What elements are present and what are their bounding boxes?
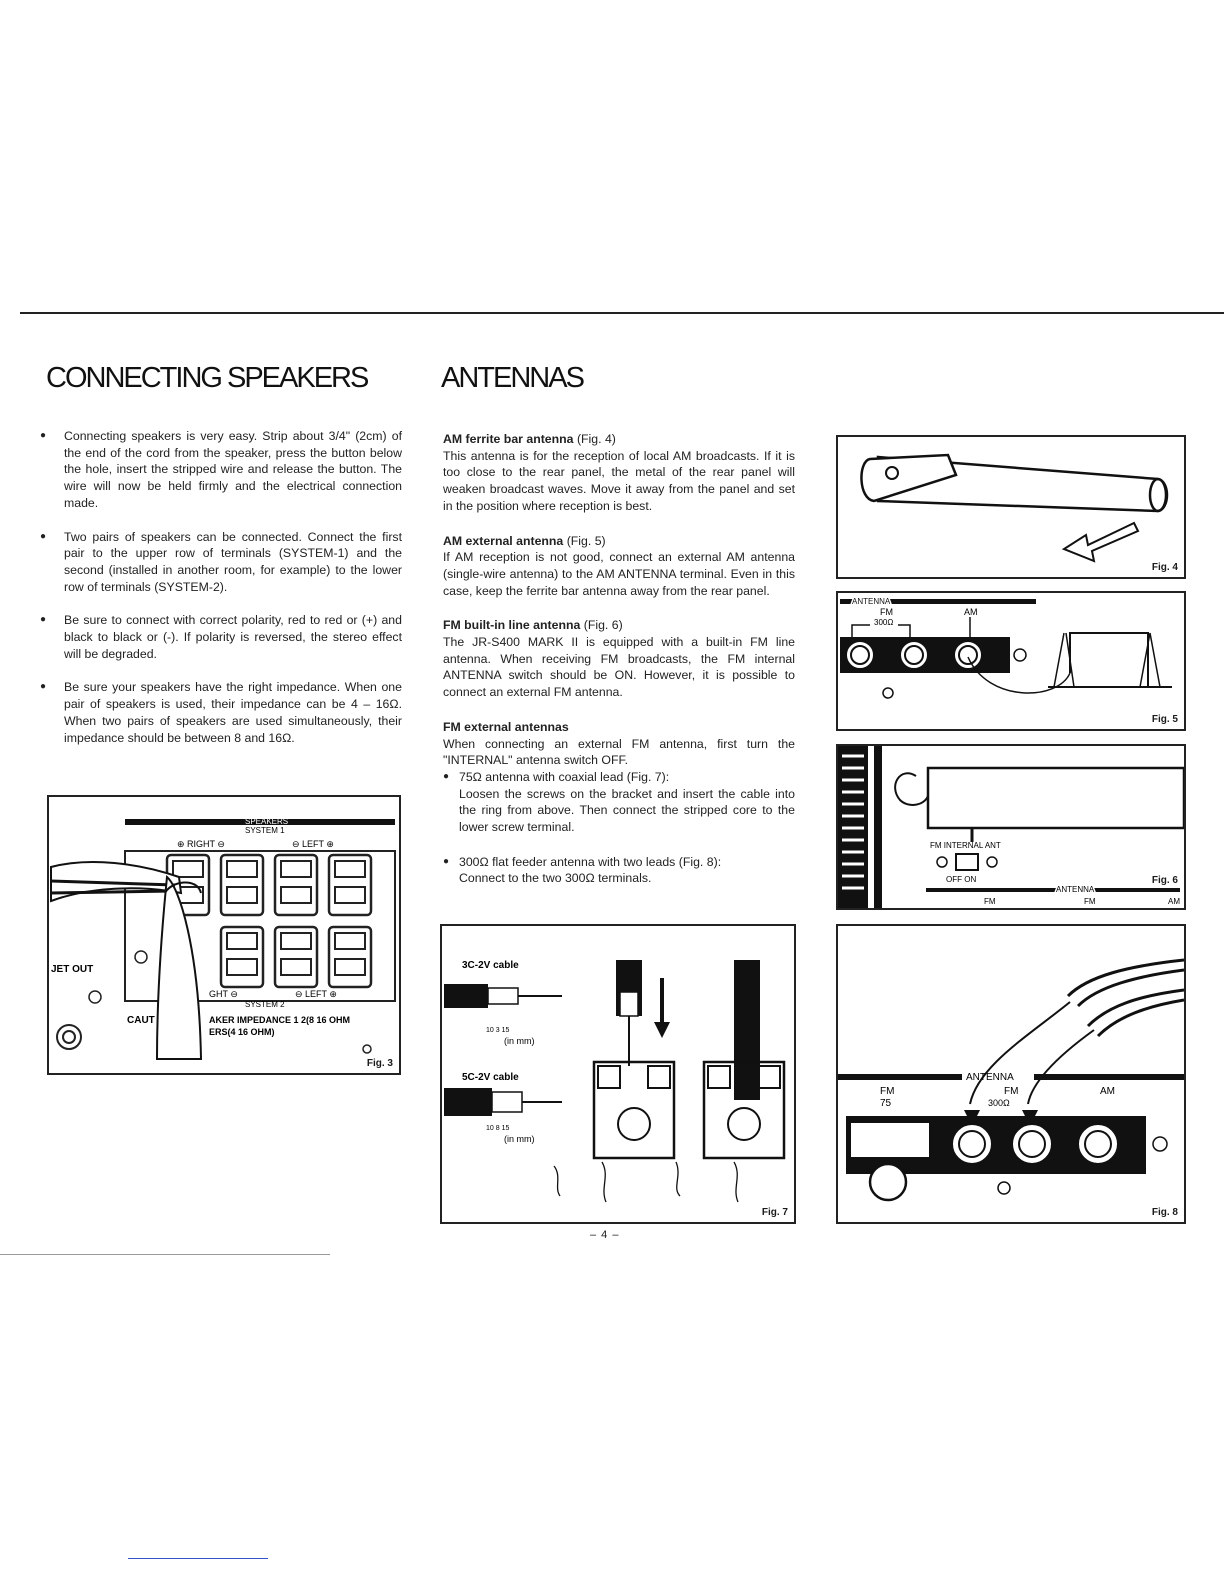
fig3-caut-label: CAUT (127, 1015, 155, 1026)
fig7-cable2-label: 5C-2V cable (462, 1072, 519, 1083)
fm-external-title: FM external antennas (443, 719, 569, 734)
coaxial-cable-illustration: 3C-2V cable 10 3 15 (in mm) 5C-2V cable … (444, 960, 786, 1203)
am-terminal-illustration: ANTENNA FM AM 300Ω (840, 596, 1172, 699)
am-ferrite-title: AM ferrite bar antenna (Fig. 4) (443, 431, 795, 448)
fig3-system1-label: SYSTEM 1 (245, 826, 285, 835)
fig5-fm-label: FM (880, 607, 893, 617)
figure-5-am-external-antenna: ANTENNA FM AM 300Ω Fig. 5 (836, 591, 1186, 731)
antenna-instructions: AM ferrite bar antenna (Fig. 4) This ant… (443, 431, 795, 905)
fig6-am-label: AM (1168, 897, 1180, 906)
fm-builtin-fig-ref: (Fig. 6) (583, 618, 623, 633)
fig8-fm75-label: FM (880, 1086, 894, 1097)
fig6-antenna-label: ANTENNA (1056, 885, 1095, 894)
fig7-cable1-label: 3C-2V cable (462, 960, 519, 971)
fig3-impedance2-label: ERS(4 16 OHM) (209, 1027, 275, 1037)
fig5-ohm-label: 300Ω (874, 618, 893, 627)
fig8-am-label: AM (1100, 1086, 1115, 1097)
fm-builtin-title-text: FM built-in line antenna (443, 618, 581, 633)
fig4-caption: Fig. 4 (1151, 562, 1178, 573)
fig7-caption: Fig. 7 (761, 1207, 788, 1218)
fm-switch-illustration: FM INTERNAL ANT OFF ON ANTENNA FM FM AM (838, 746, 1184, 908)
fm-external-item-body: Loosen the screws on the bracket and ins… (459, 786, 795, 835)
fm-external-item: 75Ω antenna with coaxial lead (Fig. 7): … (443, 769, 795, 836)
top-rule (20, 312, 1224, 314)
fm-external-intro: When connecting an external FM antenna, … (443, 736, 795, 768)
fig5-am-label: AM (964, 607, 978, 617)
fig5-antenna-label: ANTENNA (852, 597, 891, 606)
am-external-title: AM external antenna (Fig. 5) (443, 533, 795, 550)
figure-3-speaker-terminals: SPEAKERS SYSTEM 1 ⊕ RIGHT ⊖ ⊖ LEFT ⊕ GHT… (47, 795, 401, 1075)
fig3-caption: Fig. 3 (366, 1058, 393, 1069)
fig7-dims2: 10 8 15 (486, 1125, 509, 1132)
fig6-caption: Fig. 6 (1151, 875, 1178, 886)
fig7-unit1: (in mm) (504, 1036, 535, 1046)
fm-external-item-body: Connect to the two 300Ω terminals. (459, 871, 652, 886)
fm-builtin-text: The JR-S400 MARK II is equipped with a b… (443, 635, 795, 700)
speaker-instructions: Connecting speakers is very easy. Strip … (40, 428, 402, 763)
fig3-left2-label: ⊖ LEFT ⊕ (295, 989, 337, 999)
fig6-off-on-label: OFF ON (946, 875, 976, 884)
fm-builtin-title: FM built-in line antenna (Fig. 6) (443, 617, 795, 634)
fig3-right-label: ⊕ RIGHT ⊖ (177, 839, 225, 849)
am-ferrite-title-text: AM ferrite bar antenna (443, 432, 574, 446)
fig5-caption: Fig. 5 (1151, 714, 1178, 725)
figure-6-fm-internal-switch: FM INTERNAL ANT OFF ON ANTENNA FM FM AM … (836, 744, 1186, 910)
speaker-bullet: Two pairs of speakers can be connected. … (40, 529, 402, 596)
fig8-fm300-label: FM (1004, 1086, 1018, 1097)
speaker-bullet: Be sure your speakers have the right imp… (40, 679, 402, 746)
am-external-title-text: AM external antenna (443, 533, 564, 548)
am-ferrite-fig-ref: (Fig. 4) (576, 432, 616, 446)
speaker-terminal-illustration: SPEAKERS SYSTEM 1 ⊕ RIGHT ⊖ ⊖ LEFT ⊕ GHT… (50, 817, 396, 1060)
ferrite-bar-illustration (860, 453, 1169, 563)
figure-7-coaxial-cable: 3C-2V cable 10 3 15 (in mm) 5C-2V cable … (440, 924, 796, 1224)
fig3-speakers-label: SPEAKERS (245, 817, 288, 826)
fig3-impedance1-label: AKER IMPEDANCE 1 2(8 16 OHM (209, 1015, 350, 1025)
figure-8-flat-feeder: ANTENNA FM 75 FM 300Ω AM Fig. 8 (836, 924, 1186, 1224)
fig6-switch-label: FM INTERNAL ANT (930, 841, 1001, 850)
fig7-dims1: 10 3 15 (486, 1027, 509, 1034)
fm-external-item: 300Ω flat feeder antenna with two leads … (443, 854, 795, 887)
fm-external-item-head: 300Ω flat feeder antenna with two leads … (459, 854, 722, 869)
speaker-bullet: Be sure to connect with correct polarity… (40, 612, 402, 662)
fig3-left-label: ⊖ LEFT ⊕ (292, 839, 334, 849)
fig8-val75-label: 75 (880, 1098, 892, 1109)
fig8-ohm-label: 300Ω (988, 1098, 1010, 1108)
fm-external-item-head: 75Ω antenna with coaxial lead (Fig. 7): (459, 769, 670, 784)
fig3-jet-out-label: JET OUT (51, 964, 93, 975)
am-external-fig-ref: (Fig. 5) (566, 533, 606, 548)
fig8-antenna-label: ANTENNA (966, 1072, 1014, 1083)
heading-connecting-speakers: CONNECTING SPEAKERS (46, 362, 369, 394)
figure-4-ferrite-bar: Fig. 4 (836, 435, 1186, 579)
speaker-bullet: Connecting speakers is very easy. Strip … (40, 428, 402, 512)
flat-feeder-illustration: ANTENNA FM 75 FM 300Ω AM (838, 958, 1184, 1202)
fig3-right2-label: GHT ⊖ (209, 989, 238, 999)
fig8-caption: Fig. 8 (1151, 1207, 1178, 1218)
fig6-fm2-label: FM (1084, 897, 1096, 906)
am-external-text: If AM reception is not good, connect an … (443, 550, 795, 598)
fig6-fm1-label: FM (984, 897, 996, 906)
fig3-system2-label: SYSTEM 2 (245, 1000, 285, 1009)
page-number: – 4 – (590, 1229, 620, 1241)
am-ferrite-text: This antenna is for the reception of loc… (443, 448, 795, 513)
fig7-unit2: (in mm) (504, 1134, 535, 1144)
bottom-rule (0, 1254, 330, 1255)
heading-antennas: ANTENNAS (441, 362, 585, 394)
blue-rule (128, 1558, 268, 1559)
